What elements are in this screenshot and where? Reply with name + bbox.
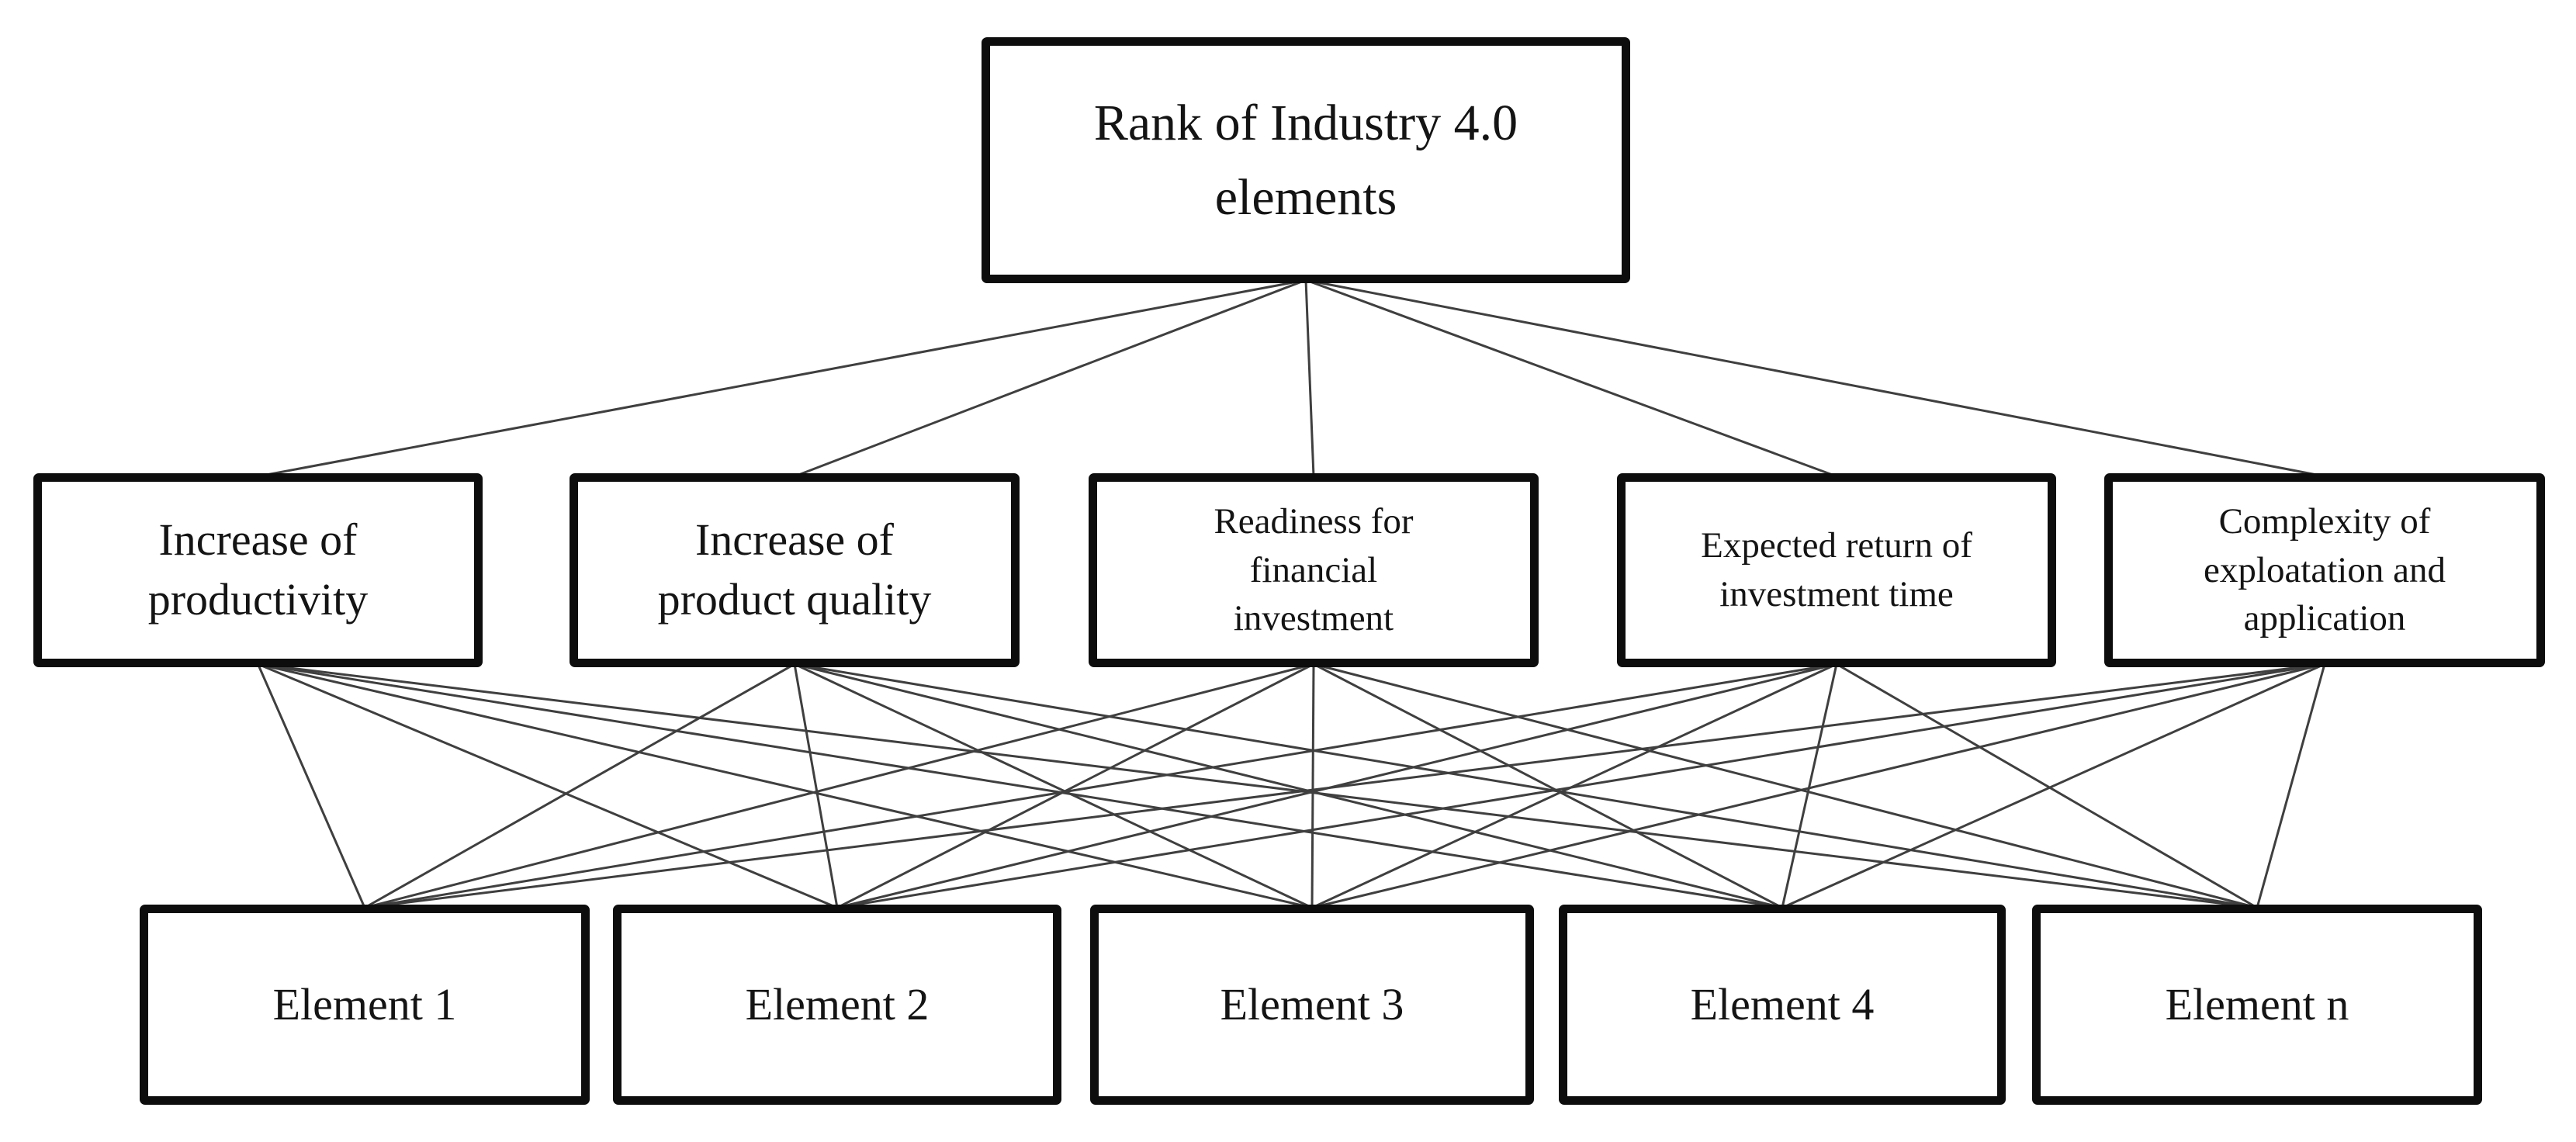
- element-box-3: Element 3: [1090, 905, 1534, 1105]
- goal-label: Rank of Industry 4.0 elements: [1093, 94, 1518, 226]
- element-label: Element 4: [1690, 979, 1875, 1030]
- criterion-label: Complexity of exploatation and applicati…: [2204, 500, 2446, 639]
- element-label: Element 2: [745, 979, 930, 1030]
- criterion-box-financial-readiness: Readiness for financial investment: [1089, 473, 1539, 667]
- element-label: Element 3: [1220, 979, 1404, 1030]
- element-box-n: Element n: [2032, 905, 2482, 1105]
- criterion-label: Readiness for financial investment: [1214, 500, 1414, 639]
- criterion-label: Expected return of investment time: [1701, 525, 1972, 614]
- element-label: Element 1: [272, 979, 457, 1030]
- criterion-label: Increase of product quality: [657, 514, 932, 625]
- element-box-2: Element 2: [613, 905, 1061, 1105]
- criterion-box-return-time: Expected return of investment time: [1617, 473, 2056, 667]
- goal-box: Rank of Industry 4.0 elements: [982, 37, 1630, 283]
- criterion-box-complexity: Complexity of exploatation and applicati…: [2104, 473, 2545, 667]
- criterion-box-productivity: Increase of productivity: [33, 473, 483, 667]
- criterion-box-product-quality: Increase of product quality: [570, 473, 1020, 667]
- element-box-4: Element 4: [1559, 905, 2006, 1105]
- criterion-label: Increase of productivity: [147, 514, 369, 625]
- element-label: Element n: [2165, 979, 2349, 1030]
- element-box-1: Element 1: [140, 905, 590, 1105]
